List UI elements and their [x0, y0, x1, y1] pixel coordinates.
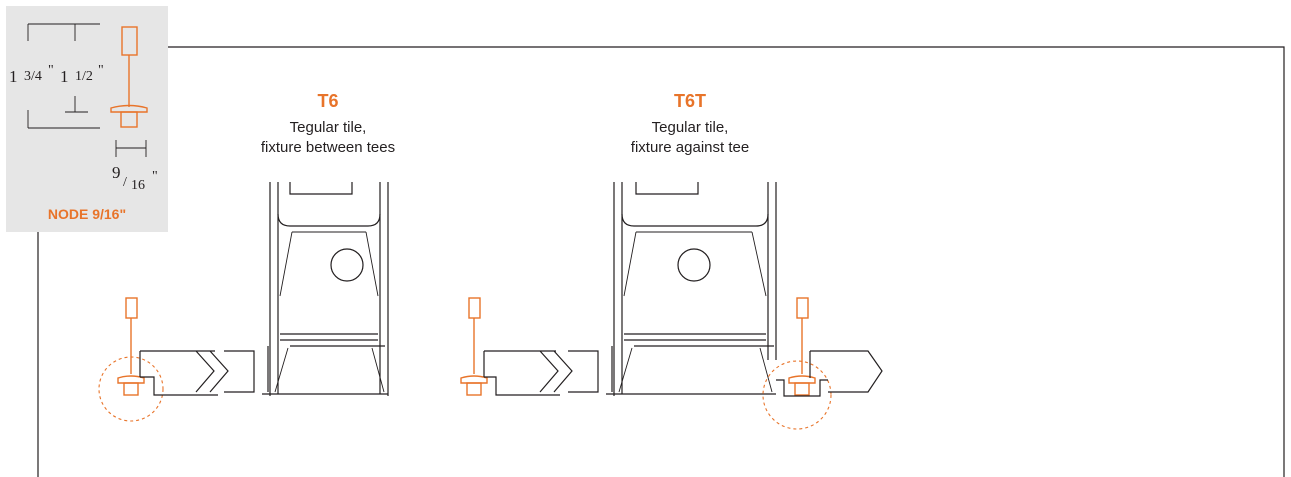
dim-total-frac: 3/4 [24, 69, 42, 84]
detail-title-t6t: T6T [674, 91, 706, 111]
t6t-tile-left [483, 350, 599, 396]
dim-inner-frac: 1/2 [75, 69, 93, 84]
dim-width-den: 16 [131, 178, 145, 193]
t6t-grid-tee-left [460, 297, 488, 396]
t6t-fixture [606, 182, 777, 396]
detail-desc-t6t-line1: Tegular tile, [652, 119, 729, 136]
detail-desc-t6t-line2: fixture against tee [631, 139, 749, 156]
node-legend-panel: 1 3/4 " 1 1/2 " 9 / 16 " NODE 9/16" [6, 6, 168, 232]
dim-top-ticks [27, 23, 100, 41]
t6t-detail-callout-circle [762, 360, 832, 430]
t6-detail [98, 182, 389, 422]
detail-title-t6: T6 [317, 91, 338, 111]
node-label: NODE 9/16" [48, 206, 126, 222]
t6-detail-callout-circle [98, 356, 164, 422]
dim-width-num: 9 [112, 163, 121, 182]
detail-desc-t6-line2: fixture between tees [261, 139, 395, 156]
dim-bottom-ticks [27, 96, 100, 129]
dim-total-whole: 1 [9, 67, 18, 86]
dim-inner-whole: 1 [60, 67, 69, 86]
t6t-grid-tee-right [762, 297, 832, 430]
t6t-detail [460, 182, 883, 430]
t6t-tile-right [776, 350, 883, 397]
dim-inner-inch: " [98, 63, 104, 78]
node-profile-icon [110, 26, 148, 128]
dim-width-line [115, 140, 147, 157]
detail-desc-t6-line1: Tegular tile, [290, 119, 367, 136]
dim-width-slash: / [123, 175, 127, 190]
drawing-frame [37, 46, 1285, 477]
dim-total-inch: " [48, 63, 54, 78]
t6-tile [139, 350, 255, 396]
node-panel-background [6, 6, 168, 232]
t6-fixture [262, 182, 389, 396]
dim-width-inch: " [152, 169, 158, 184]
t6-grid-tee [98, 297, 164, 422]
